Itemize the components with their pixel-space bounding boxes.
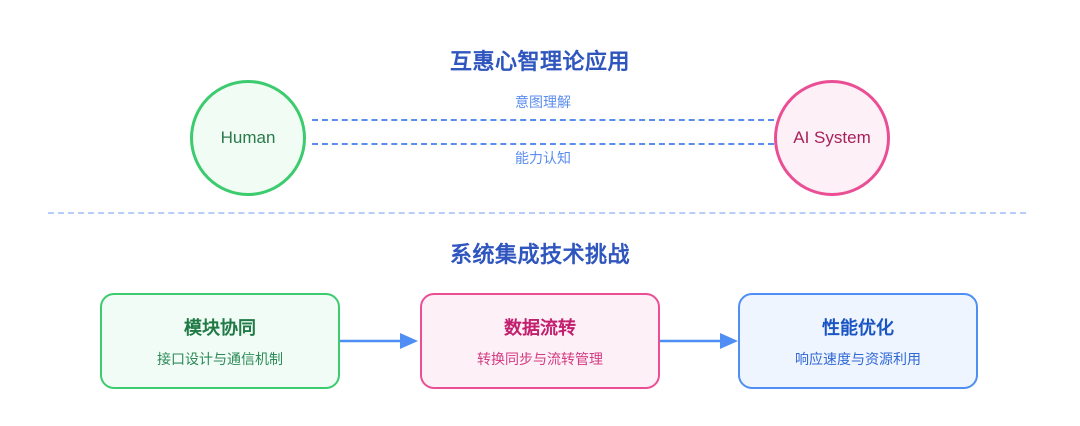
node-circle-ai-system[interactable]: AI System: [774, 80, 890, 196]
arrow-module-to-data-icon: [340, 333, 418, 349]
node-circle-human[interactable]: Human: [190, 80, 306, 196]
node-circle-human-label: Human: [220, 128, 276, 147]
connector-label-capability-cognition: 能力认知: [515, 150, 571, 166]
flow-box-data-flow-title: 数据流转: [504, 317, 576, 338]
flow-box-performance-optimization-title: 性能优化: [822, 317, 894, 338]
section-title-theory: 互惠心智理论应用: [449, 49, 630, 74]
flow-box-performance-optimization-subtitle: 响应速度与资源利用: [795, 350, 921, 367]
flow-box-module-collaboration-title: 模块协同: [184, 317, 256, 338]
section-divider: [48, 212, 1026, 214]
flow-box-data-flow[interactable]: 数据流转 转换同步与流转管理: [420, 293, 660, 389]
flow-box-module-collaboration-subtitle: 接口设计与通信机制: [157, 350, 283, 367]
connector-label-intent-understanding: 意图理解: [515, 94, 571, 110]
flow-box-data-flow-subtitle: 转换同步与流转管理: [477, 350, 603, 367]
flow-box-performance-optimization[interactable]: 性能优化 响应速度与资源利用: [738, 293, 978, 389]
connector-line-capability-cognition: [312, 143, 774, 145]
arrow-data-to-perf-icon: [660, 333, 738, 349]
section-title-integration: 系统集成技术挑战: [449, 242, 630, 267]
flow-box-module-collaboration[interactable]: 模块协同 接口设计与通信机制: [100, 293, 340, 389]
connector-line-intent-understanding: [312, 119, 774, 121]
node-circle-ai-system-label: AI System: [793, 128, 871, 147]
